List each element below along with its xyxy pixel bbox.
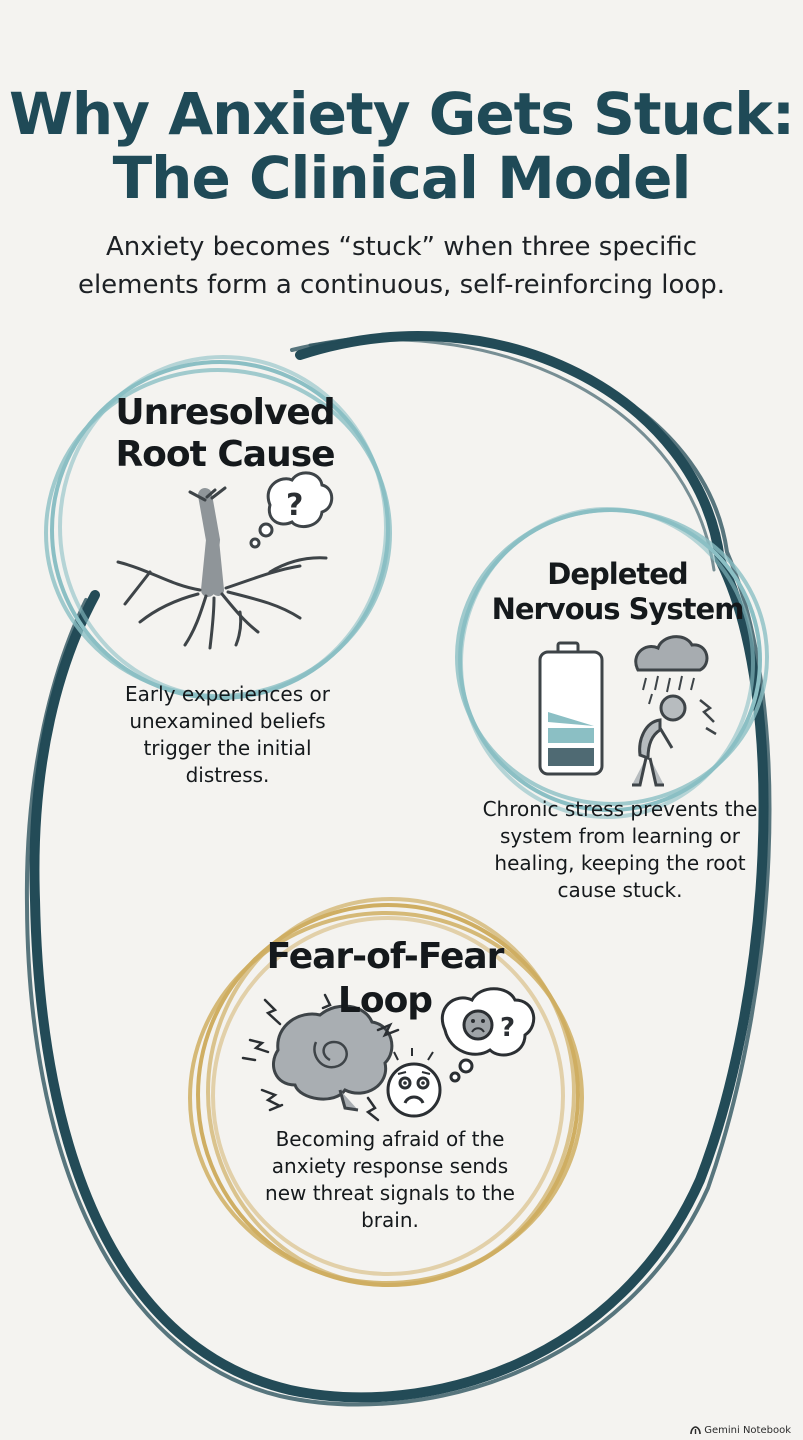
exhausted-person-icon <box>632 694 717 787</box>
outer-loop <box>24 331 772 1407</box>
nervous-system-circle <box>455 507 769 819</box>
svg-text:?: ? <box>286 488 303 523</box>
root-cause-heading-line-1: Unresolved <box>115 392 335 433</box>
question-thought-bubble-icon: ? <box>249 471 334 549</box>
title-line-2: The Clinical Model <box>112 144 692 212</box>
nervous-system-description: Chronic stress prevents the system from … <box>482 797 758 902</box>
subtitle-line-1: Anxiety becomes “stuck” when three speci… <box>105 232 698 262</box>
page-title: Why Anxiety Gets Stuck: The Clinical Mod… <box>0 82 803 210</box>
lightning-icon <box>241 993 400 1122</box>
title-line-1: Why Anxiety Gets Stuck: <box>8 80 795 148</box>
subtitle: Anxiety becomes “stuck” when three speci… <box>0 228 803 304</box>
root-cause-circle <box>44 355 392 700</box>
root-cause-heading-line-2: Root Cause <box>115 434 335 475</box>
fear-loop-description: Becoming afraid of the anxiety response … <box>265 1127 515 1232</box>
worried-thought-bubble-icon: ? <box>440 987 536 1083</box>
low-battery-icon <box>538 641 604 776</box>
fear-loop-heading: Fear-of-Fear Loop <box>250 935 520 1023</box>
fear-loop-circle <box>188 897 584 1287</box>
root-cause-description: Early experiences or unexamined beliefs … <box>125 682 330 787</box>
badge-label: Gemini Notebook <box>704 1425 791 1436</box>
rain-cloud-icon <box>634 635 709 707</box>
root-cause-heading: Unresolved Root Cause <box>95 392 355 476</box>
svg-text:?: ? <box>500 1013 515 1043</box>
fear-loop-heading-line-2: Loop <box>337 980 433 1021</box>
fear-loop-heading-line-1: Fear-of-Fear <box>266 936 505 977</box>
anxious-face-icon <box>386 1048 442 1118</box>
subtitle-line-2: elements form a continuous, self-reinfor… <box>77 270 726 300</box>
nervous-system-heading-line-2: Nervous System <box>491 592 745 626</box>
tree-roots-icon <box>116 486 328 650</box>
nervous-system-heading: Depleted Nervous System <box>485 557 750 627</box>
gemini-notebook-badge: Gemini Notebook <box>690 1425 791 1436</box>
nervous-system-heading-line-1: Depleted <box>547 557 688 591</box>
notebook-logo-icon <box>690 1426 702 1435</box>
brain-icon <box>272 1004 394 1112</box>
